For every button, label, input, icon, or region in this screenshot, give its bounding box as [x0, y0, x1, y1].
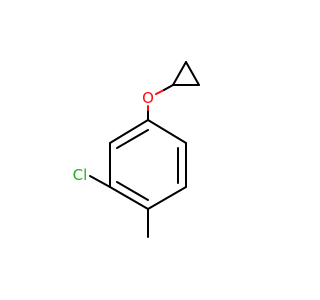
chlorine-bond	[89, 175, 111, 188]
cyclopropyl-bond-1	[172, 61, 187, 86]
oxygen-cyclopropyl-bond-oxygen-half	[155, 89, 165, 95]
ring-bond-c1-c2	[147, 119, 187, 144]
cyclopropyl-ring	[172, 61, 200, 86]
oxygen-atom-label: O	[142, 89, 154, 107]
ring-bond-c6-c1	[109, 119, 149, 144]
ring-bond-c3-c4	[147, 186, 187, 210]
ring-bond-c6-c1-inner	[116, 129, 149, 149]
ring-bond-c4-c5-inner	[116, 181, 149, 201]
chlorine-atom-label: Cl	[73, 166, 88, 184]
molecule-structure-canvas: O Cl	[73, 61, 200, 238]
cyclopropyl-bond-2	[185, 61, 200, 86]
oxygen-cyclopropyl-bond-carbon-half	[163, 84, 174, 91]
ring-bond-c4-c5	[109, 186, 149, 210]
benzene-ring	[109, 119, 187, 210]
